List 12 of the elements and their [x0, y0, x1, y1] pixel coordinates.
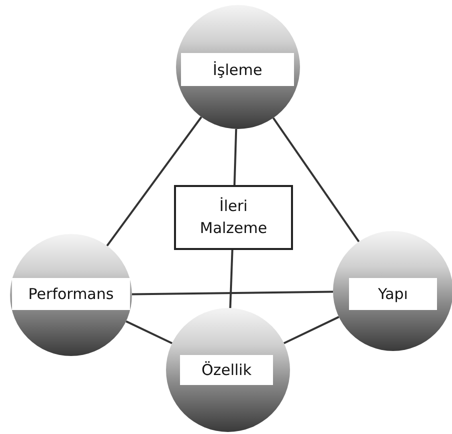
- connector-line: [132, 290, 334, 296]
- node-label: Performans: [12, 278, 130, 310]
- connector-line: [272, 117, 360, 242]
- connector-line: [126, 320, 172, 344]
- connector-line: [233, 128, 238, 186]
- connector-line: [106, 116, 202, 246]
- connector-line: [229, 250, 234, 308]
- center-box: İleri Malzeme: [174, 185, 293, 250]
- connector-line: [283, 316, 340, 344]
- node-label: İşleme: [181, 53, 294, 86]
- node-label: Yapı: [349, 278, 437, 310]
- node-label: Özellik: [180, 355, 273, 385]
